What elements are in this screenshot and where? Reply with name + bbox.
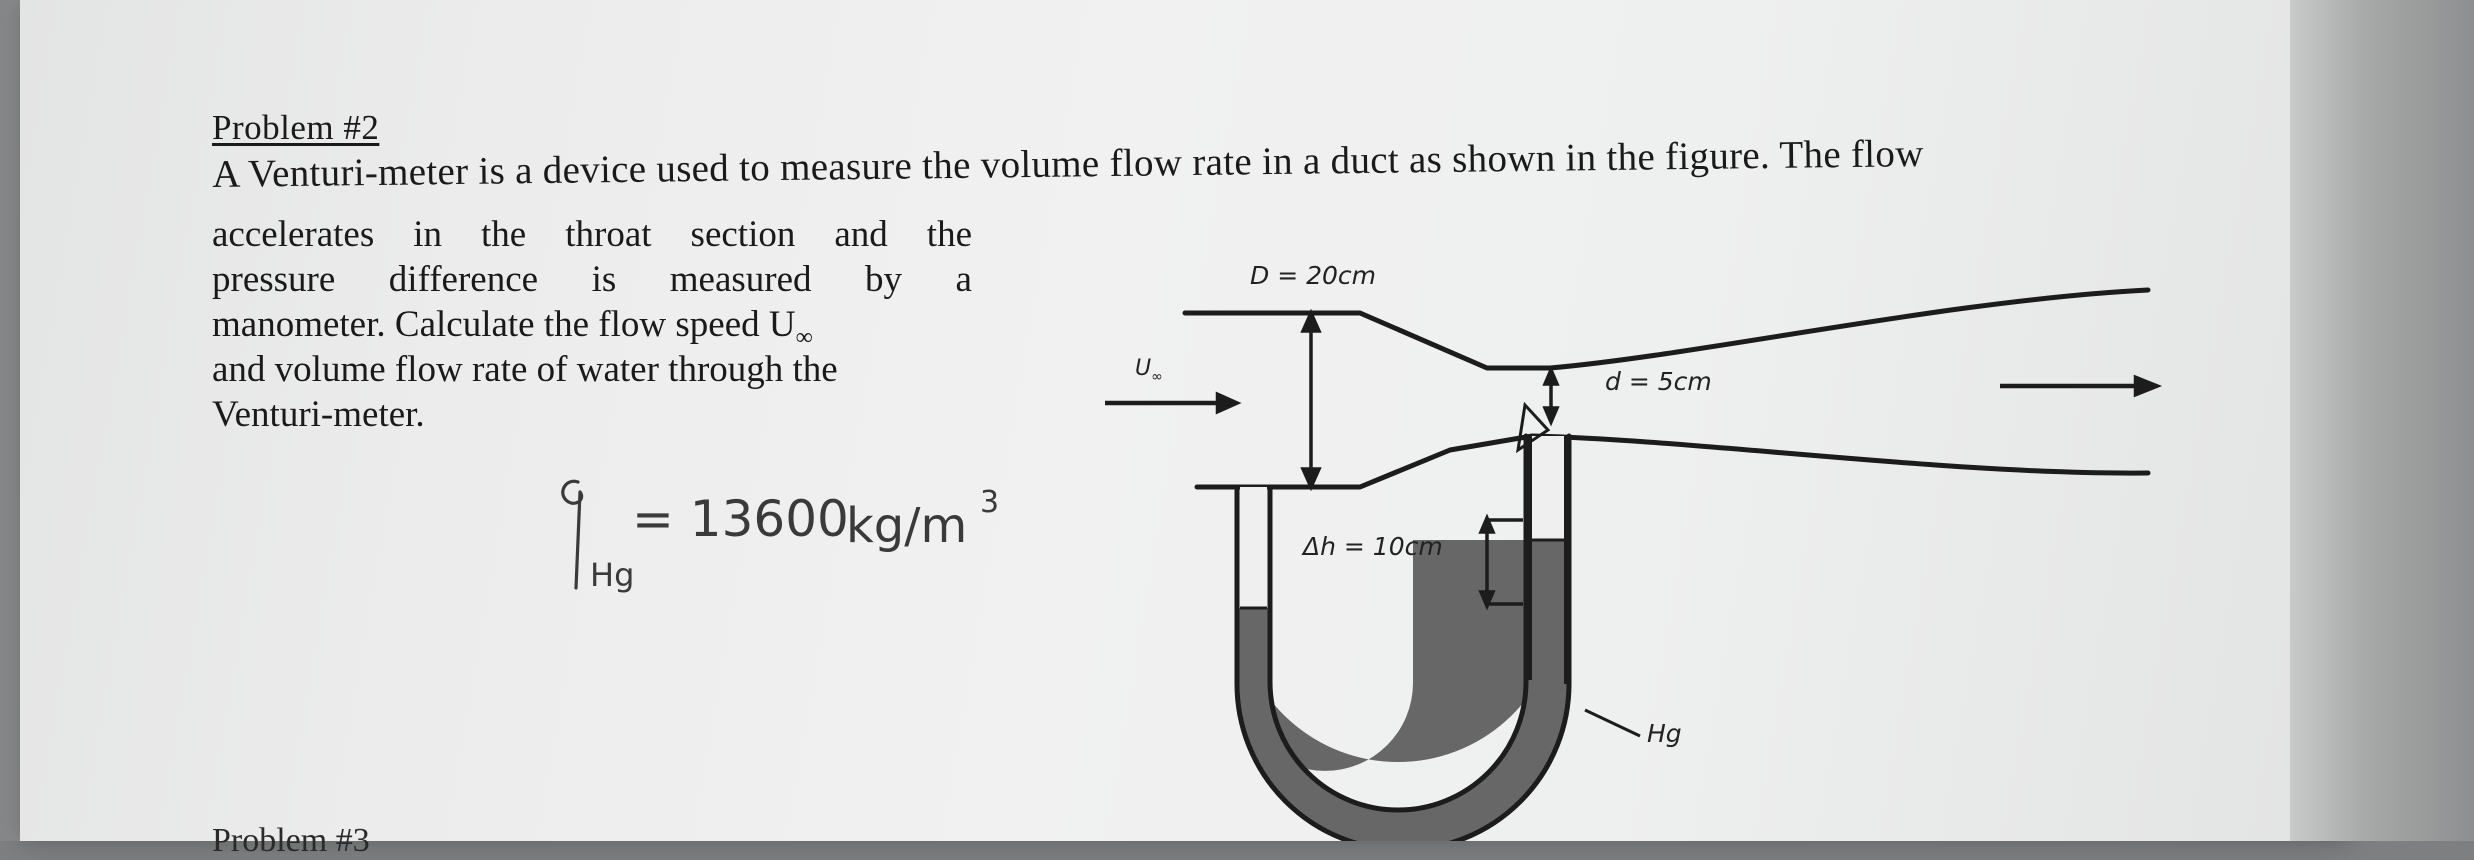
mercury-fill — [1237, 540, 1559, 771]
duct-lower-wall — [1194, 433, 2151, 490]
throat-dimension — [1542, 365, 1560, 427]
inlet-diameter-label: D = 20cm — [1250, 261, 1376, 290]
problem-text-line-3: pressure difference is measured by a — [212, 259, 972, 300]
manometer-outer-wall — [1234, 433, 1572, 841]
rho-glyph — [561, 479, 584, 590]
problem-text-line-4: manometer. Calculate the flow speed U∞ — [212, 304, 813, 351]
manometer-right-fluid-gap — [1530, 436, 1566, 540]
duct-upper-wall — [1182, 287, 2151, 371]
problem-title: Problem #2 — [212, 108, 380, 147]
hg-leader-line — [1584, 708, 1641, 738]
tap-marker — [1515, 401, 1551, 454]
problem-text-body: accelerates in the throat section and th… — [212, 212, 972, 437]
height-difference-dimension — [1478, 513, 1523, 611]
next-problem-title-partial: Problem #3 — [212, 822, 370, 859]
manometer-inner-wall — [1267, 433, 1529, 813]
problem-text-line-5: and volume flow rate of water through th… — [212, 349, 838, 390]
problem-text-line-6: Venturi-meter. — [212, 394, 425, 435]
throat-diameter-label: d = 5cm — [1605, 367, 1712, 396]
manometer-tube — [1234, 433, 1572, 841]
density-unit-exponent: 3 — [980, 485, 999, 520]
paper-sheet — [20, 0, 2350, 841]
mercury-fill-outer — [1237, 540, 1570, 841]
handwritten-density-note: Hg = 13600 kg/m 3 — [561, 479, 999, 594]
outlet-flow-arrow — [2000, 374, 2163, 398]
rho-subscript: Hg — [590, 556, 634, 594]
venturi-meter-figure: D = 20cm d = 5cm U∞ Δh = 10cm Hg — [1105, 261, 2163, 841]
density-value: = 13600 — [632, 490, 849, 548]
mercury-label: Hg — [1647, 719, 1682, 748]
velocity-label: U∞ — [1135, 356, 1163, 385]
screen-edge — [2290, 0, 2474, 841]
height-difference-label: Δh = 10cm — [1301, 532, 1443, 561]
diameter-dimension — [1300, 308, 1322, 492]
density-unit: kg/m — [846, 498, 967, 554]
problem-text-line-2: accelerates in the throat section and th… — [212, 214, 972, 255]
inlet-flow-arrow — [1105, 391, 1242, 415]
manometer-left-fluid-gap — [1240, 487, 1267, 608]
